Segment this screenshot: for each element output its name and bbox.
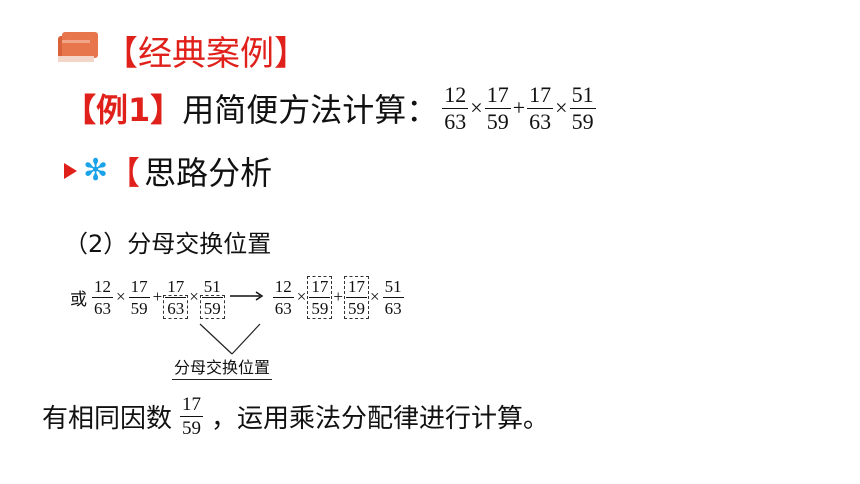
operator: + [512,95,526,120]
step-prefix: 或 [70,289,87,310]
operator: × [470,95,483,120]
operator: × [189,287,199,306]
section-title: 【经典案例】 [104,34,308,74]
analysis-title: 思路分析 [144,154,273,192]
right-arrow-icon [229,287,266,307]
operator: × [116,287,126,306]
conclusion-text-before: 有相同因数 [42,403,173,434]
asterisk-icon: ✻ [83,153,109,188]
analysis-header: ✻ 【 思路分析 [64,150,272,192]
swap-bracket-lines [199,323,261,355]
analysis-bracket: 【 [108,154,141,192]
operator: × [555,95,568,120]
operator: × [369,287,380,306]
book-icon [56,30,100,66]
operator: + [333,287,343,306]
operator: + [152,287,163,306]
swap-annotation: 分母交换位置 [172,354,273,380]
example-label: 【例1】 [64,91,183,129]
example-prompt: 用简便方法计算： [182,91,439,129]
play-arrow-icon [64,163,77,179]
operator: × [296,287,307,306]
conclusion-text-after: ，运用乘法分配律进行计算。 [211,403,550,434]
step-label: （2）分母交换位置 [64,230,272,258]
boxed-denominator: 59 [199,294,225,319]
boxed-denominator: 63 [163,294,189,319]
